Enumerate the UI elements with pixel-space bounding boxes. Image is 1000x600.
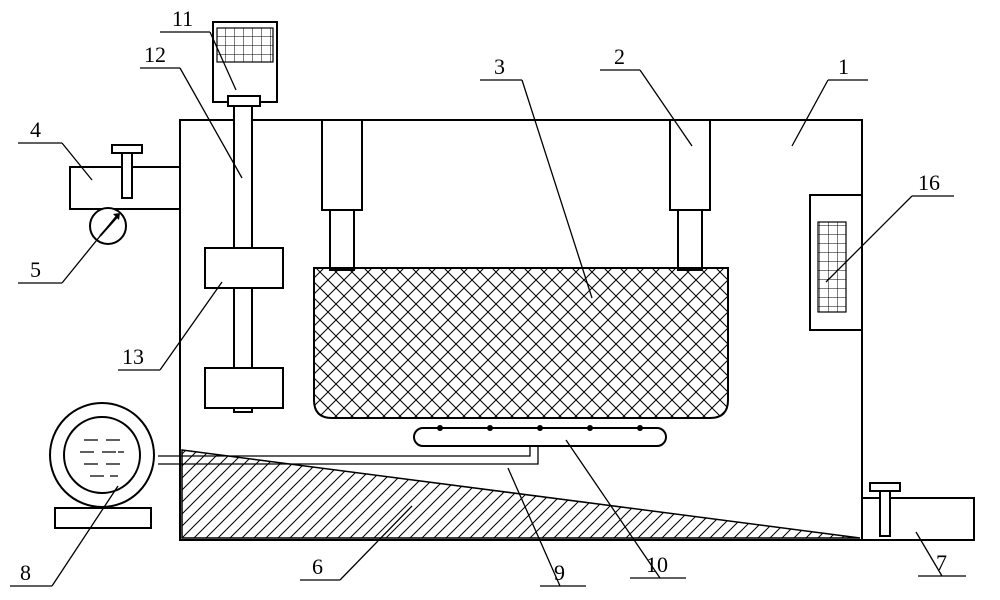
pump: [49, 402, 155, 529]
label-part-13: 13: [122, 344, 144, 369]
label-part-5: 5: [30, 257, 41, 282]
label-part-12: 12: [144, 42, 166, 67]
sloped-base: [181, 449, 861, 539]
motor: [212, 21, 278, 107]
label-part-16: 16: [918, 170, 940, 195]
label-part-1: 1: [838, 54, 849, 79]
inlet-pipe: [69, 144, 181, 210]
label-part-4: 4: [30, 117, 41, 142]
label-part-6: 6: [312, 554, 323, 579]
label-part-3: 3: [494, 54, 505, 79]
label-part-2: 2: [614, 44, 625, 69]
outlet-valve: [861, 482, 975, 541]
label-part-11: 11: [172, 6, 193, 31]
label-part-9: 9: [554, 560, 565, 585]
label-part-10: 10: [646, 552, 668, 577]
filter-window: [809, 194, 863, 331]
lift-cylinders: [321, 119, 711, 271]
connecting-pipe: [158, 446, 539, 465]
spray-pipe: [413, 425, 667, 447]
label-part-8: 8: [20, 560, 31, 585]
stirring-blades: [204, 247, 284, 409]
leader-lines: [10, 31, 966, 587]
label-part-7: 7: [936, 550, 947, 575]
mesh-basket: [313, 267, 729, 419]
